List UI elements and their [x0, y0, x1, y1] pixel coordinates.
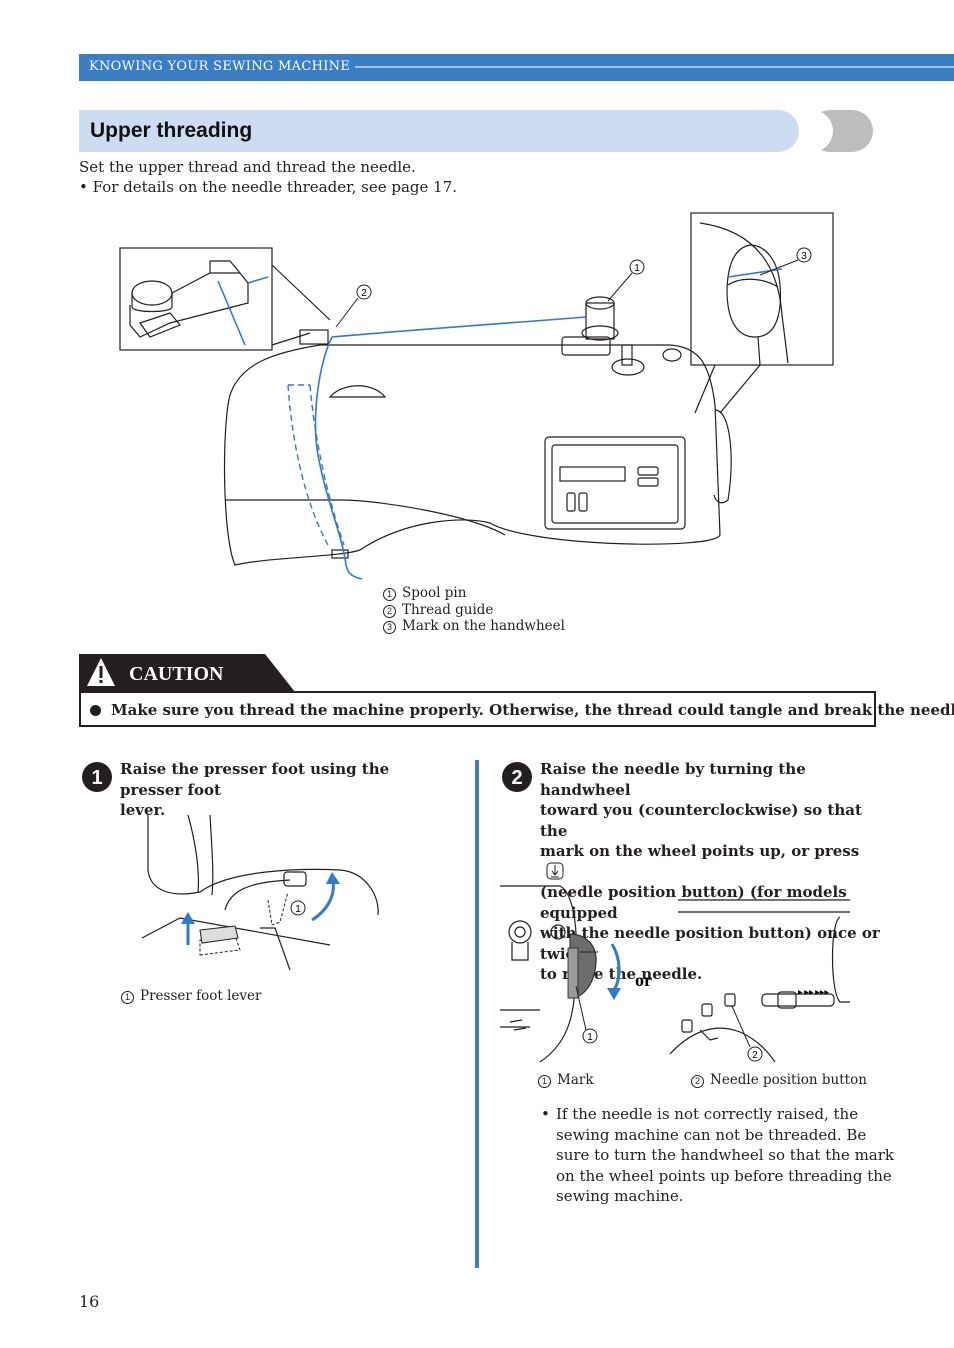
note-line: sewing machine can not be threaded. Be	[556, 1125, 867, 1144]
step-2-line: toward you (counterclockwise) so that th…	[540, 801, 862, 840]
machine-head-outline	[147, 815, 379, 916]
svg-text:1: 1	[295, 904, 301, 915]
intro-line: Set the upper thread and thread the need…	[79, 158, 416, 176]
step-2-line: mark on the wheel points up, or press	[540, 842, 860, 860]
step-1-text: Raise the presser foot using the presser…	[120, 759, 450, 821]
caution-message: Make sure you thread the machine properl…	[111, 701, 954, 719]
step-2-text: Raise the needle by turning the handwhee…	[540, 759, 880, 985]
step-1-number: 1	[82, 762, 112, 792]
note-bullet: •	[541, 1105, 550, 1123]
header-rule	[355, 66, 954, 68]
callout-mark: 1	[575, 985, 598, 1044]
step-1-legend: 1 Presser foot lever	[121, 988, 261, 1005]
svg-text:▶ ▶▶ ▶▶▶: ▶ ▶▶ ▶▶▶	[798, 990, 829, 996]
svg-text:1: 1	[587, 1032, 593, 1043]
column-divider	[475, 760, 479, 1268]
note-line: sure to turn the handwheel so that the m…	[556, 1146, 894, 1164]
needle-position-button-icon	[546, 862, 564, 879]
legend-num: 3	[383, 621, 396, 634]
legend-num: 2	[383, 604, 396, 618]
legend-num: 1	[121, 991, 134, 1004]
caution-box: Make sure you thread the machine properl…	[79, 691, 954, 727]
svg-text:2: 2	[511, 767, 522, 789]
legend-num: 1	[538, 1075, 551, 1088]
legend-label: Needle position button	[710, 1072, 867, 1088]
bobbin-winder	[611, 358, 645, 376]
running-header: KNOWING YOUR SEWING MACHINE	[79, 54, 954, 81]
svg-text:2: 2	[752, 1050, 758, 1061]
legend-label: Thread guide	[402, 601, 494, 618]
step-2-note: • If the needle is not correctly raised,…	[541, 1104, 894, 1207]
note-line: sewing machine.	[556, 1187, 684, 1205]
legend-item-thread-guide: 2 Thread guide	[383, 602, 565, 619]
step-2-note-text: If the needle is not correctly raised, t…	[556, 1104, 894, 1207]
section-heading: Upper threading	[79, 110, 874, 152]
legend-num: 1	[383, 588, 396, 601]
svg-text:3: 3	[801, 251, 807, 262]
intro-bullet: • For details on the needle threader, se…	[79, 178, 458, 196]
inset-thread-guide	[119, 247, 273, 351]
step-2-legend-mark: 1 Mark	[538, 1072, 594, 1089]
control-panel	[544, 436, 686, 530]
step-2-number: 2	[502, 762, 532, 792]
upper-threading-figure: 1 2 3	[119, 212, 834, 580]
figure-legend: 1 Spool pin 2 Thread guide 3 Mark on the ha…	[383, 585, 565, 635]
section-title: Upper threading	[90, 119, 253, 142]
note-line: on the wheel points up before threading …	[556, 1166, 892, 1185]
thread-spool	[585, 302, 615, 340]
legend-item-spool-pin: 1 Spool pin	[383, 585, 565, 602]
machine-arm-line	[225, 499, 506, 536]
presser-foot-figure: 1	[141, 814, 379, 971]
handwheel-figure: or ▶ ▶▶ ▶▶▶ 1 2	[500, 885, 850, 1063]
warning-icon	[99, 666, 103, 678]
callout-needle-position-button: 2	[731, 1005, 763, 1062]
legend-label: Spool pin	[402, 585, 467, 601]
handwheel-outline	[713, 409, 732, 504]
step-2-line: Raise the needle by turning the handwhee…	[540, 760, 806, 799]
callout-presser-foot-lever: 1	[290, 900, 306, 916]
legend-label: Mark on the handwheel	[402, 618, 565, 634]
step-1-line: lever.	[120, 801, 166, 819]
needle-clamp	[331, 549, 349, 559]
note-line: If the needle is not correctly raised, t…	[556, 1105, 859, 1123]
heading-bar	[79, 110, 799, 152]
svg-text:1: 1	[91, 767, 102, 789]
svg-text:2: 2	[361, 288, 367, 299]
step-2-line: (needle position button) (for models equ…	[540, 883, 847, 922]
callout-spool-pin: 1	[607, 259, 645, 302]
machine-body-outline	[223, 344, 721, 566]
machine-side-outline	[500, 885, 577, 1063]
bullet-icon	[90, 705, 101, 716]
step-2-legend-button: 2 Needle position button	[691, 1072, 867, 1089]
legend-num: 2	[691, 1075, 704, 1088]
svg-text:1: 1	[634, 263, 640, 274]
step-2-line-with-icon: mark on the wheel points up, or press	[540, 841, 880, 882]
dial-icon	[328, 385, 387, 398]
or-label: or	[635, 970, 652, 990]
legend-label: Mark	[557, 1072, 594, 1088]
thread-guide	[299, 329, 329, 345]
step-1-line: Raise the presser foot using the presser…	[120, 760, 390, 799]
callout-handwheel-mark: 3	[759, 247, 812, 276]
presser-foot-lever	[283, 871, 307, 887]
inset-handwheel-mark	[690, 212, 834, 366]
callout-thread-guide: 2	[335, 284, 372, 328]
caution-label: CAUTION	[129, 663, 224, 685]
caution-tab: CAUTION	[79, 654, 295, 692]
legend-item-handwheel-mark: 3 Mark on the handwheel	[383, 618, 565, 635]
running-header-title: KNOWING YOUR SEWING MACHINE	[89, 59, 351, 74]
legend-label: Presser foot lever	[140, 988, 262, 1004]
spool-pin-top	[508, 920, 532, 944]
page-number: 16	[79, 1292, 100, 1311]
